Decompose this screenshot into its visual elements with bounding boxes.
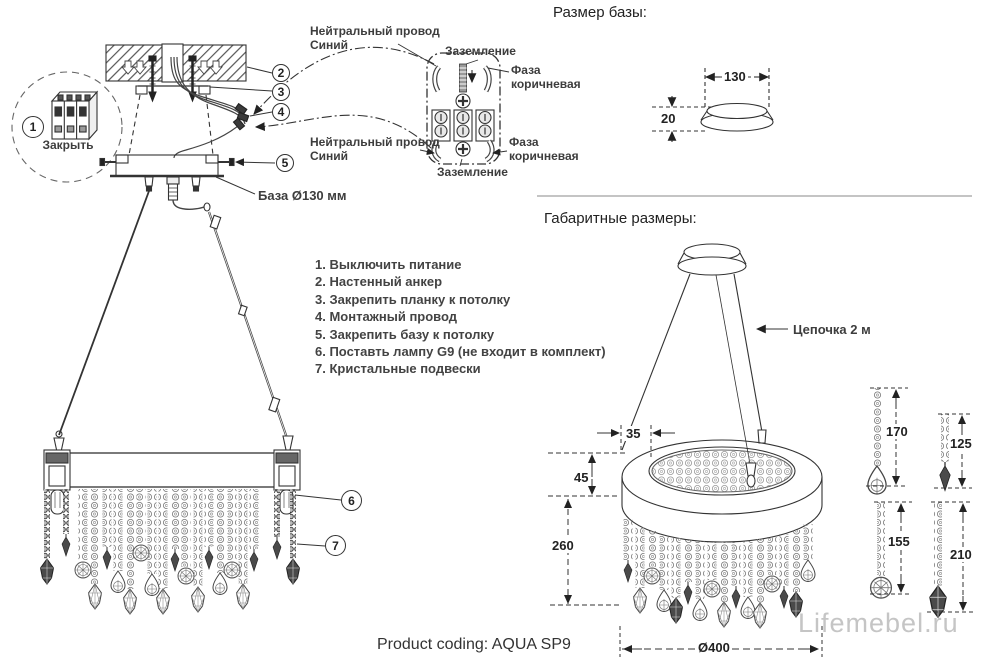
dim-detail-170: 170 bbox=[884, 424, 910, 439]
callout-1-number: 1 bbox=[29, 120, 37, 134]
base-plate bbox=[99, 154, 235, 178]
base-disc-drawing bbox=[652, 68, 774, 142]
terminal-block-drawing bbox=[253, 43, 510, 167]
callout-7-number: 7 bbox=[332, 538, 339, 553]
dim-diameter: Ø400 bbox=[696, 640, 732, 655]
phase-label-top: Фаза коричневая bbox=[511, 63, 581, 91]
instruction-item: 2. Настенный анкер bbox=[315, 274, 443, 290]
mounting-strap bbox=[128, 85, 214, 156]
neutral-label-bottom: Нейтральный провод Синий bbox=[310, 135, 440, 163]
instruction-item: 4. Монтажный провод bbox=[315, 309, 458, 325]
neutral-bottom-line1: Нейтральный провод bbox=[310, 135, 440, 149]
callout-3: 3 bbox=[272, 83, 290, 101]
suspension-rod bbox=[203, 202, 294, 451]
dim-detail-210: 210 bbox=[948, 547, 974, 562]
neutral-top-line2: Синий bbox=[310, 37, 349, 52]
neutral-top-line1: Нейтральный провод bbox=[310, 24, 440, 38]
callout-6-number: 6 bbox=[348, 493, 355, 508]
crystal-strands-left bbox=[40, 489, 300, 615]
callout-2-number: 2 bbox=[277, 66, 285, 80]
overall-size-title: Габаритные размеры: bbox=[544, 210, 697, 227]
callout-3-number: 3 bbox=[277, 85, 285, 99]
chandelier-overall-drawing bbox=[621, 243, 823, 543]
under-plate-fittings bbox=[144, 176, 205, 210]
instruction-item: 1. Выключить питание bbox=[315, 257, 462, 272]
wire-connector-cluster bbox=[232, 102, 250, 131]
instruction-item: 3. Закрепить планку к потолку bbox=[315, 291, 511, 307]
callout-7: 7 bbox=[325, 535, 346, 556]
dim-detail-125: 125 bbox=[948, 436, 974, 451]
callout-1: 1 bbox=[22, 116, 44, 138]
connection-curves bbox=[253, 46, 435, 149]
instruction-item: 6. Поставть лампу G9 (не входит в компле… bbox=[315, 344, 606, 360]
chain-label: Цепочка 2 м bbox=[793, 322, 871, 337]
base-size-title: Размер базы: bbox=[553, 4, 647, 21]
instruction-list: 1. Выключить питание 2. Настенный анкер … bbox=[315, 256, 606, 378]
phase-bottom-line2: коричневая bbox=[509, 148, 579, 163]
callout-5-number: 5 bbox=[281, 156, 289, 170]
callout-4-number: 4 bbox=[277, 105, 285, 119]
neutral-bottom-line2: Синий bbox=[310, 148, 349, 163]
ceiling-and-bracket bbox=[43, 43, 301, 515]
base-diameter-label: База Ø130 мм bbox=[258, 188, 347, 203]
dim-strand-drop: 260 bbox=[550, 538, 576, 553]
dim-base-height: 20 bbox=[659, 111, 678, 126]
ring-bar bbox=[43, 449, 301, 515]
callout-2: 2 bbox=[272, 64, 290, 82]
phase-bottom-line1: Фаза bbox=[509, 135, 539, 149]
breaker-label: Закрыть bbox=[42, 138, 94, 152]
neutral-label-top: Нейтральный провод Синий bbox=[310, 24, 440, 52]
anchor-bolts bbox=[148, 55, 197, 103]
phase-label-bottom: Фаза коричневая bbox=[509, 135, 579, 163]
crystal-strands-right bbox=[623, 518, 816, 629]
detail-strands bbox=[866, 387, 973, 618]
dim-base-width: 130 bbox=[722, 69, 748, 84]
product-coding: Product coding: AQUA SP9 bbox=[377, 636, 571, 653]
instruction-item: 5. Закрепить базу к потолку bbox=[315, 326, 495, 342]
phase-top-line2: коричневая bbox=[511, 76, 581, 91]
callout-6: 6 bbox=[341, 490, 362, 511]
callout-leaders bbox=[209, 66, 342, 547]
suspension-cable bbox=[53, 190, 150, 453]
breaker-icon bbox=[50, 90, 99, 141]
ground-label-bottom: Заземление bbox=[437, 165, 508, 179]
callout-4: 4 bbox=[272, 103, 290, 121]
watermark: Lifemebel.ru bbox=[798, 608, 959, 638]
phase-top-line1: Фаза bbox=[511, 63, 541, 77]
ground-label-top: Заземление bbox=[445, 44, 516, 58]
callout-5: 5 bbox=[276, 154, 294, 172]
dim-detail-155: 155 bbox=[886, 534, 912, 549]
instruction-item: 7. Кристальные подвески bbox=[315, 361, 481, 377]
dim-ring-tube: 35 bbox=[624, 426, 643, 441]
dim-ring-height: 45 bbox=[572, 470, 591, 485]
breaker-callout-drawing bbox=[11, 71, 123, 183]
